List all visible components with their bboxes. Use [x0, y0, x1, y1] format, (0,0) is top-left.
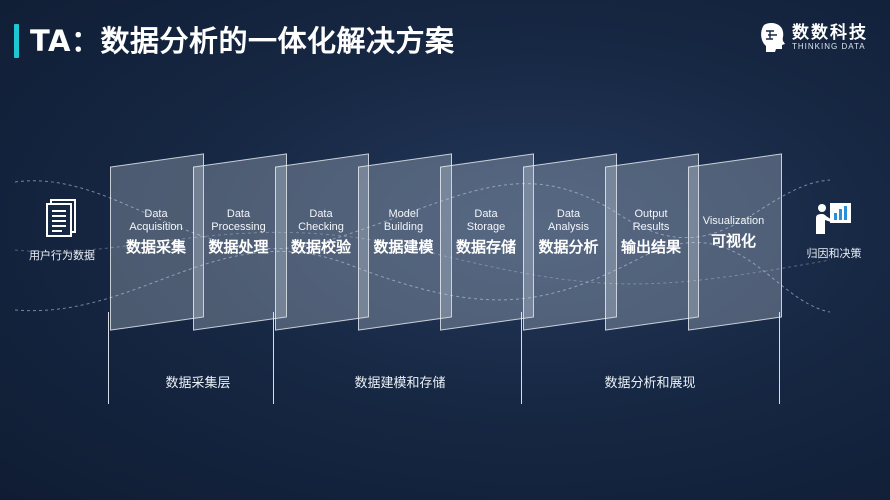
brain-head-icon: [761, 23, 785, 52]
attribution-decision: 归因和决策: [796, 200, 872, 261]
stage-chinese-name: 数据处理: [208, 238, 269, 256]
stage-label: Visualization 可视化: [688, 215, 780, 251]
stage-english-line: Visualization: [702, 215, 765, 227]
stage-english-line: Analysis: [548, 221, 589, 233]
stage-english-line: Checking: [298, 221, 344, 233]
group-analysis-display: 数据分析和展现: [604, 376, 696, 391]
brand-logo: 数数科技 THINKING DATA: [758, 22, 868, 52]
divider-line: [273, 312, 274, 404]
stage-english-line: Data: [556, 208, 581, 220]
stage-english-line: Output: [634, 208, 668, 220]
stage-english-line: Data: [144, 208, 168, 220]
group-modeling-storage: 数据建模和存储: [354, 376, 446, 391]
group-collection-layer: 数据采集层: [165, 376, 231, 391]
presenter-chart-icon: [816, 203, 851, 234]
divider-line: [779, 312, 780, 404]
stage-chinese-name: 数据建模: [373, 238, 434, 256]
stage-english-line: Storage: [466, 221, 506, 233]
title-accent-bar: [14, 24, 19, 58]
divider-line: [108, 312, 109, 404]
brand-name: 数数科技: [792, 22, 868, 43]
right-label: 归因和决策: [806, 247, 862, 260]
brand-subtitle: THINKING DATA: [792, 41, 866, 51]
user-behavior-data: 用户行为数据: [22, 198, 102, 263]
stage-chinese-name: 数据存储: [455, 238, 516, 256]
stage-english-line: Building: [383, 221, 424, 233]
stage-chinese-name: 输出结果: [620, 238, 681, 256]
stage-chinese-name: 数据采集: [125, 238, 186, 256]
stage-english-line: Acquisition: [129, 221, 183, 233]
stage-english-line: Processing: [211, 221, 266, 233]
stage-chinese-name: 数据分析: [538, 238, 599, 256]
divider-line: [521, 312, 522, 404]
stage-english-line: Data: [226, 208, 251, 220]
stage-chinese-name: 数据校验: [290, 238, 351, 256]
stage-chinese-name: 可视化: [710, 232, 756, 250]
left-label: 用户行为数据: [29, 249, 95, 262]
page-title: TA：数据分析的一体化解决方案: [30, 24, 455, 58]
stage-english-line: Data: [309, 208, 333, 220]
stage-english-line: Results: [632, 221, 670, 233]
stage-english-line: Data: [474, 208, 498, 220]
stage-english-line: Model: [388, 208, 419, 220]
document-icon: [46, 199, 76, 237]
